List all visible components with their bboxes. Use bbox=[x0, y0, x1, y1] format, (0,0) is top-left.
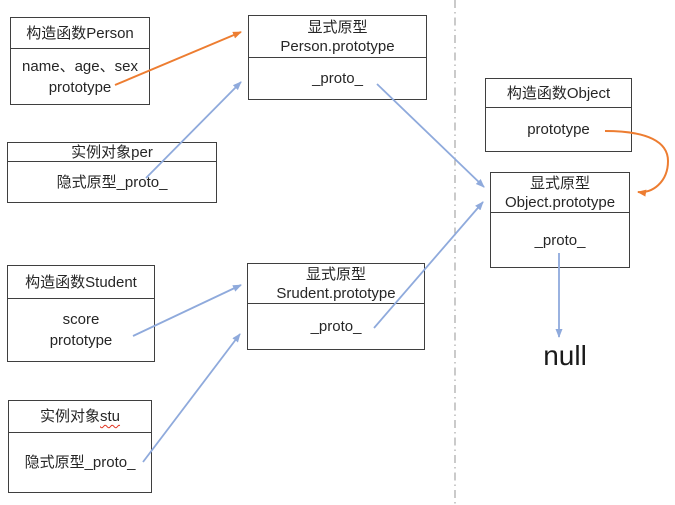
body-line: 隐式原型_proto_ bbox=[24, 454, 136, 471]
box-stu-instance-body: 隐式原型_proto_ bbox=[9, 433, 151, 492]
box-srudent-prototype-body: _proto_ bbox=[248, 304, 424, 349]
box-srudent-prototype: 显式原型 Srudent.prototype _proto_ bbox=[247, 263, 425, 350]
box-student-constructor-body: score prototype bbox=[8, 299, 154, 361]
body-line: name、age、sex bbox=[22, 57, 138, 75]
body-line: prototype bbox=[527, 121, 590, 138]
title-text: 实例对象per bbox=[71, 143, 153, 161]
title-text: 显式原型 bbox=[529, 174, 590, 192]
body-line: prototype bbox=[49, 332, 113, 349]
body-line: score bbox=[62, 311, 100, 328]
box-object-prototype-body: _proto_ bbox=[491, 213, 629, 267]
title-misspelled-word: stu bbox=[100, 408, 121, 425]
box-person-prototype-body: _proto_ bbox=[249, 58, 426, 99]
box-person-constructor: 构造函数Person name、age、sex prototype bbox=[10, 17, 150, 105]
body-line: prototype bbox=[48, 78, 112, 96]
box-person-constructor-body: name、age、sex prototype bbox=[11, 49, 149, 104]
title-prefix: 实例对象 bbox=[39, 408, 100, 425]
title-text: 构造函数Student bbox=[25, 273, 137, 291]
null-label: null bbox=[543, 340, 587, 371]
arrow-stu-proto-to-srudent-prototype-box bbox=[142, 333, 241, 463]
box-object-constructor-body: prototype bbox=[486, 108, 631, 151]
box-per-instance-title: 实例对象per bbox=[8, 143, 216, 162]
box-object-constructor-title: 构造函数Object bbox=[486, 79, 631, 108]
title-text: 构造函数Person bbox=[26, 24, 134, 42]
box-object-prototype: 显式原型 Object.prototype _proto_ bbox=[490, 172, 630, 268]
title-text: 显式原型 bbox=[305, 265, 366, 283]
box-student-constructor-title: 构造函数Student bbox=[8, 266, 154, 299]
body-line: _proto_ bbox=[310, 318, 362, 335]
box-person-prototype: 显式原型 Person.prototype _proto_ bbox=[248, 15, 427, 100]
title-text: 显式原型 bbox=[307, 18, 368, 36]
box-stu-instance: 实例对象stu 隐式原型_proto_ bbox=[8, 400, 152, 493]
box-stu-instance-title: 实例对象stu bbox=[9, 401, 151, 433]
title-text: Srudent.prototype bbox=[276, 284, 396, 302]
title-text: Object.prototype bbox=[504, 193, 616, 211]
body-line: _proto_ bbox=[534, 231, 586, 249]
box-per-instance-body: 隐式原型_proto_ bbox=[8, 162, 216, 202]
box-object-prototype-title: 显式原型 Object.prototype bbox=[491, 173, 629, 213]
box-object-constructor: 构造函数Object prototype bbox=[485, 78, 632, 152]
box-per-instance: 实例对象per 隐式原型_proto_ bbox=[7, 142, 217, 203]
box-student-constructor: 构造函数Student score prototype bbox=[7, 265, 155, 362]
body-line: 隐式原型_proto_ bbox=[56, 173, 168, 191]
title-text: 构造函数Object bbox=[506, 84, 611, 102]
title-text: 实例对象stu bbox=[40, 407, 120, 426]
title-text: Person.prototype bbox=[280, 37, 395, 55]
box-srudent-prototype-title: 显式原型 Srudent.prototype bbox=[248, 264, 424, 304]
box-person-constructor-title: 构造函数Person bbox=[11, 18, 149, 49]
body-line: _proto_ bbox=[312, 70, 363, 87]
box-person-prototype-title: 显式原型 Person.prototype bbox=[249, 16, 426, 58]
